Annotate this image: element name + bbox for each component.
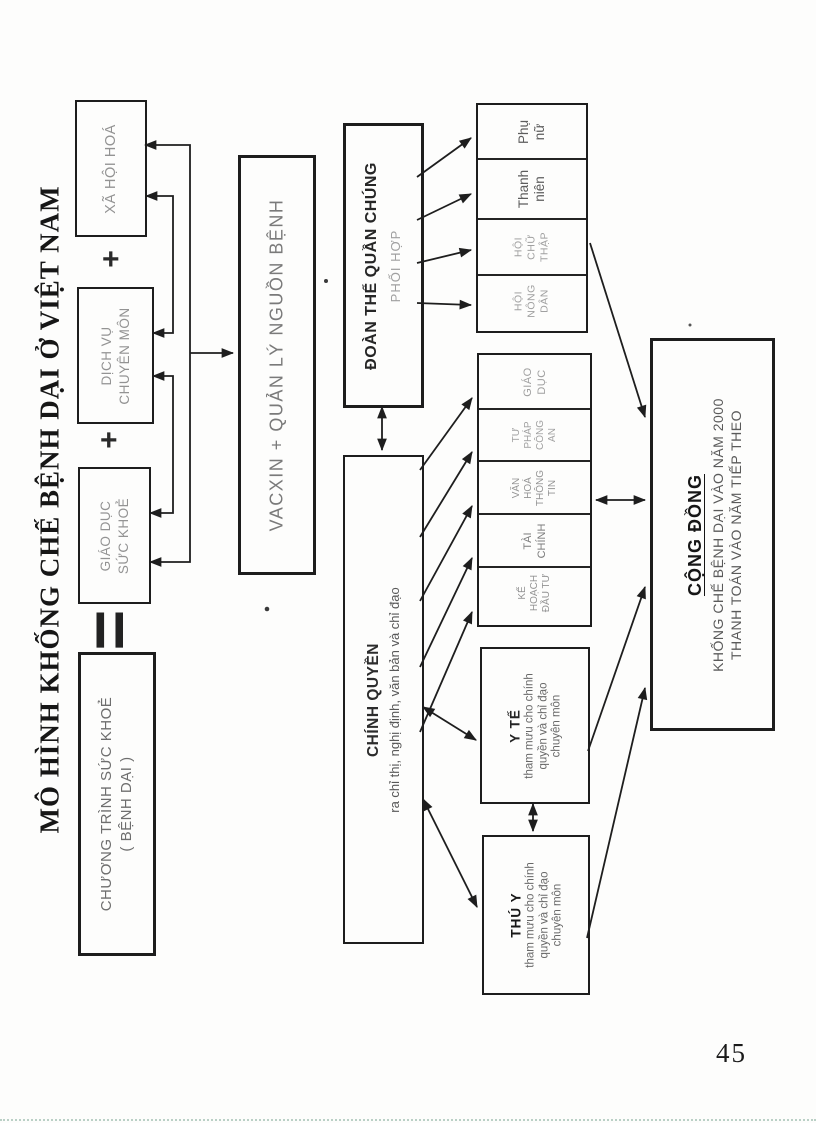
box-line: SỨC KHOẺ	[115, 497, 131, 574]
cell-line: nữ	[532, 123, 547, 140]
diagram-title-text: MÔ HÌNH KHỐNG CHẾ BỆNH DẠI Ở VIỆT NAM	[34, 184, 65, 833]
box-title: THÚ Y	[508, 892, 524, 938]
cell-line: DÂN	[538, 289, 551, 313]
cell-line: CÔNG	[534, 420, 546, 450]
mass-org-members-group: Phụ nữ Thanh niên HỘI CHỮ THẬP HỘI NÔNG …	[476, 103, 588, 333]
cell-line: TIN	[546, 479, 558, 496]
box-subtitle: ra chỉ thị, nghị định, văn bản và chỉ đạ…	[386, 586, 402, 813]
box-line: XÃ HỘI HOÁ	[103, 123, 119, 214]
plus-operator-top: +	[102, 243, 120, 276]
cell-line: Thanh	[516, 169, 531, 209]
box-professional-services: DỊCH VỤ CHUYÊN MÔN	[77, 287, 154, 424]
page-number: 45	[716, 1038, 747, 1068]
cell-line: TÀI	[521, 531, 534, 550]
box-line: tham mưu cho chính	[524, 862, 537, 968]
dept-cell-giao-duc: GIÁO DỤC	[479, 355, 590, 408]
box-line: KHỐNG CHẾ BỆNH DẠI VÀO NĂM 2000	[709, 397, 726, 672]
diagram-title: MÔ HÌNH KHỐNG CHẾ BỆNH DẠI Ở VIỆT NAM	[24, 184, 76, 833]
dept-cell-van-hoa-thong-tin: VĂN HOÁ THÔNG TIN	[479, 460, 590, 513]
cell-line: KẾ	[516, 586, 528, 600]
box-title: CỘNG ĐỒNG	[684, 473, 705, 596]
box-line: CHƯƠNG TRÌNH SỨC KHOẺ	[98, 696, 115, 912]
box-cong-dong: CỘNG ĐỒNG KHỐNG CHẾ BỆNH DẠI VÀO NĂM 200…	[650, 338, 775, 731]
org-cell-hoi-nong-dan: HỘI NÔNG DÂN	[478, 274, 586, 326]
box-line: THANH TOÁN VÀO NĂM TIẾP THEO	[727, 409, 744, 660]
cell-line: GIÁO	[521, 366, 534, 397]
page-bottom-edge	[0, 1119, 816, 1121]
box-line: quyền và chỉ đạo	[537, 871, 550, 959]
box-line: chuyên môn	[550, 694, 563, 757]
cell-line: HOẠCH	[528, 574, 540, 612]
cell-line: CHỮ	[525, 234, 538, 260]
departments-group: GIÁO DỤC TƯ PHÁP CÔNG AN VĂN HOÁ THÔNG T…	[477, 353, 592, 627]
cell-line: CHÍNH	[535, 523, 548, 558]
cell-line: DỤC	[535, 368, 548, 395]
box-line: GIÁO DỤC	[97, 500, 113, 571]
cell-line: VĂN	[510, 477, 522, 498]
box-title: ĐOÀN THỂ QUẦN CHÚNG	[362, 161, 380, 370]
box-thu-y: THÚ Y tham mưu cho chính quyền và chỉ đạ…	[482, 835, 590, 995]
box-y-te: Y TẾ tham mưu cho chính quyền và chỉ đạo…	[480, 647, 590, 804]
cell-line: HỘI	[512, 236, 525, 258]
equals-operator: =	[70, 609, 148, 651]
cell-line: niên	[532, 176, 547, 202]
cell-line: THÔNG	[534, 469, 546, 506]
dept-cell-ke-hoach-dau-tu: KẾ HOẠCH ĐẦU TƯ	[479, 566, 590, 618]
box-line: chuyên môn	[551, 883, 564, 947]
dept-cell-tai-chinh: TÀI CHÍNH	[479, 513, 590, 566]
box-mass-organizations: ĐOÀN THỂ QUẦN CHÚNG PHỐI HỢP	[343, 123, 424, 408]
box-socialization: XÃ HỘI HOÁ	[75, 100, 147, 237]
box-vaccine-management: VACXIN + QUẢN LÝ NGUỒN BỆNH	[238, 155, 316, 575]
box-health-program: CHƯƠNG TRÌNH SỨC KHOẺ ( BỆNH DẠI )	[78, 652, 156, 956]
cell-line: TƯ	[510, 427, 522, 443]
box-line: ( BỆNH DẠI )	[118, 756, 135, 852]
box-title: Y TẾ	[507, 708, 523, 743]
org-cell-thanh-nien: Thanh niên	[478, 158, 586, 218]
box-title: CHÍNH QUYỀN	[364, 642, 382, 757]
box-line: tham mưu cho chính	[523, 672, 536, 779]
box-line: CHUYÊN MÔN	[116, 306, 132, 405]
plus-operator-mid: +	[100, 424, 118, 457]
box-line: quyền và chỉ đạo	[536, 682, 549, 769]
org-cell-hoi-chu-thap: HỘI CHỮ THẬP	[478, 218, 586, 274]
box-health-education: GIÁO DỤC SỨC KHOẺ	[78, 467, 151, 604]
dept-cell-tu-phap-cong-an: TƯ PHÁP CÔNG AN	[479, 408, 590, 460]
cell-line: PHÁP	[522, 421, 534, 449]
org-cell-phu-nu: Phụ nữ	[478, 105, 586, 158]
cell-line: AN	[546, 428, 558, 442]
cell-line: ĐẦU TƯ	[540, 573, 552, 613]
cell-line: THẬP	[538, 232, 551, 263]
cell-line: HOÁ	[522, 476, 534, 499]
box-line: DỊCH VỤ	[98, 326, 114, 386]
box-line: VACXIN + QUẢN LÝ NGUỒN BỆNH	[266, 198, 287, 532]
box-subtitle: PHỐI HỢP	[387, 229, 403, 302]
box-government: CHÍNH QUYỀN ra chỉ thị, nghị định, văn b…	[343, 455, 424, 944]
cell-line: NÔNG	[525, 284, 538, 318]
cell-line: Phụ	[516, 119, 531, 144]
cell-line: HỘI	[512, 290, 525, 312]
